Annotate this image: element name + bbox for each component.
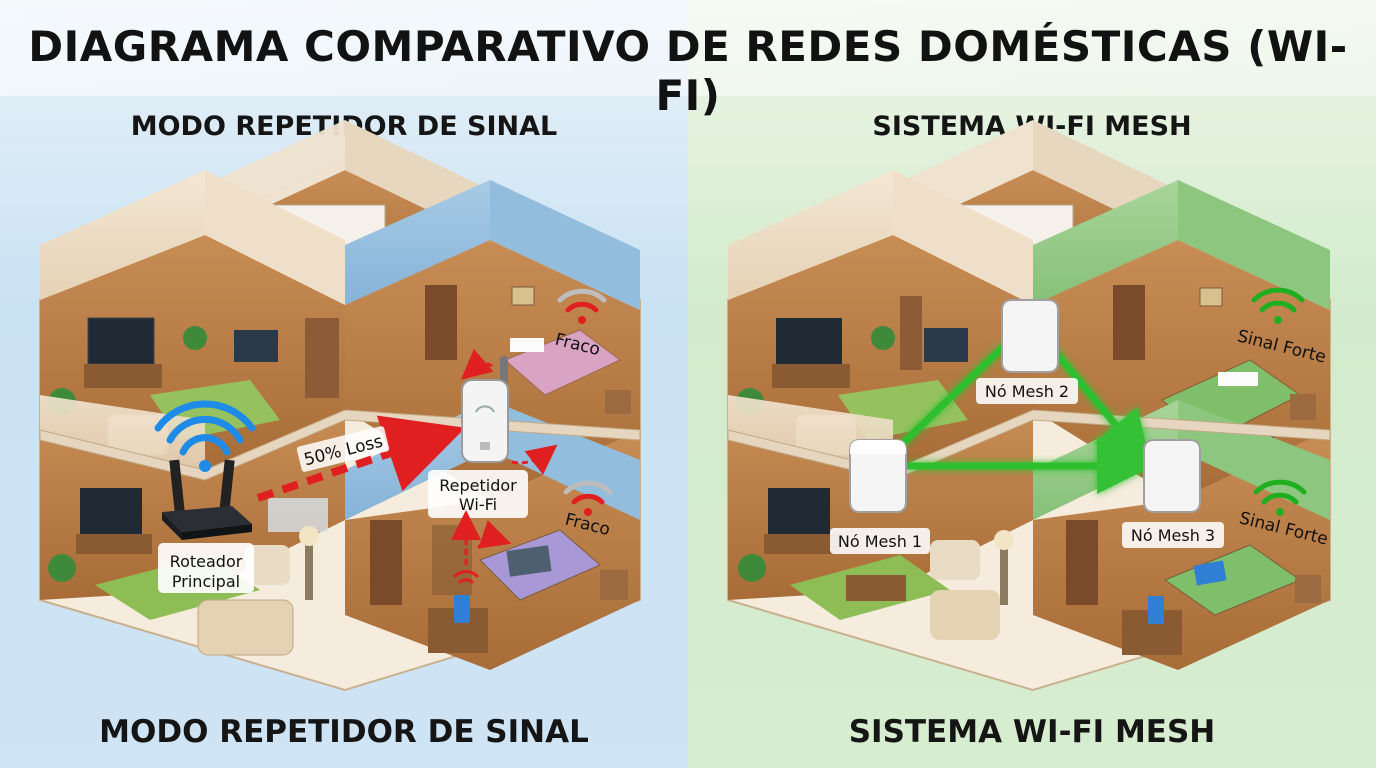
router-label-line2: Principal <box>172 572 240 591</box>
main-router <box>162 459 252 540</box>
repeater-label-line2: Wi-Fi <box>459 495 497 514</box>
repeater-footer: MODO REPETIDOR DE SINAL <box>99 714 589 750</box>
weak-wifi-icon-top <box>557 288 607 324</box>
title-band <box>0 0 1376 96</box>
wifi-repeater <box>461 356 509 463</box>
mesh-node-2 <box>1001 299 1059 373</box>
mesh-node-1 <box>849 439 907 513</box>
node2-label: Nó Mesh 2 <box>985 382 1069 401</box>
mesh-footer: SISTEMA WI-FI MESH <box>848 714 1216 750</box>
node2-label-box <box>976 378 1078 404</box>
repeater-label-box <box>428 470 528 518</box>
main-title: DIAGRAMA COMPARATIVO DE REDES DOMÉSTICAS… <box>28 22 1348 120</box>
repeater-right-arrow <box>511 444 558 475</box>
repeater-up-arrow <box>460 348 494 380</box>
mesh-link-1-2 <box>896 344 1006 450</box>
mesh-house <box>727 120 1331 692</box>
phone-wifi-icon <box>453 570 479 584</box>
weak-wifi-icon-bottom <box>563 480 613 516</box>
router-label-box <box>158 543 254 593</box>
router-wifi-icon <box>154 400 256 472</box>
repeater-down-arrow-b <box>476 520 512 549</box>
repeater-label-line1: Repetidor <box>439 476 517 495</box>
mesh-node-3 <box>1143 439 1201 513</box>
router-label-line1: Roteador <box>170 552 243 571</box>
node1-label: Nó Mesh 1 <box>838 532 922 551</box>
loss-label-box <box>296 426 390 472</box>
strong-wifi-icon-bottom <box>1253 479 1307 516</box>
strong-wifi-icon-top <box>1251 287 1305 324</box>
mesh-link-2-3 <box>1048 344 1152 469</box>
node3-label: Nó Mesh 3 <box>1131 526 1215 545</box>
loss-arrow <box>256 415 466 502</box>
mesh-links <box>896 344 1153 494</box>
repeater-house <box>39 120 641 692</box>
node1-label-box <box>830 528 930 554</box>
node3-label-box <box>1122 522 1224 548</box>
